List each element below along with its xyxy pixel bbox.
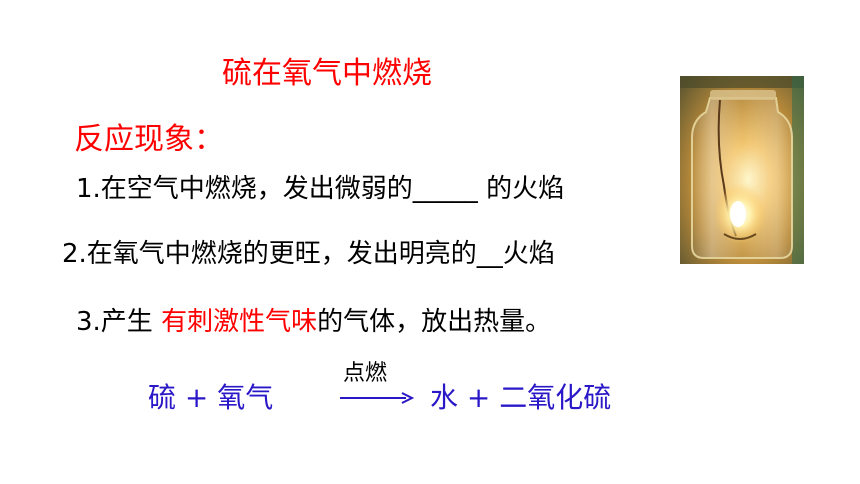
section-heading: 反应现象： <box>74 122 224 157</box>
reaction-arrow-icon <box>340 392 414 404</box>
burning-jar-illustration <box>680 76 804 264</box>
reaction-condition: 点燃 <box>343 361 388 386</box>
observation-line-3-highlight: 有刺激性气味 <box>161 307 318 337</box>
observation-line-2: 2.在氧气中燃烧的更旺，发出明亮的__火焰 <box>62 239 555 269</box>
observation-line-3-suffix: 的气体，放出热量。 <box>317 307 552 337</box>
observation-line-3: 3.产生 有刺激性气味的气体，放出热量。 <box>76 306 551 338</box>
observation-line-3-prefix: 3.产生 <box>76 307 162 337</box>
equation-reactants: 硫 + 氧气 <box>148 381 274 414</box>
slide-title: 硫在氧气中燃烧 <box>222 56 432 91</box>
burning-jar-photo <box>680 76 804 264</box>
equation-products: 水 + 二氧化硫 <box>430 381 612 414</box>
observation-line-1: 1.在空气中燃烧，发出微弱的_____ 的火焰 <box>76 174 565 204</box>
